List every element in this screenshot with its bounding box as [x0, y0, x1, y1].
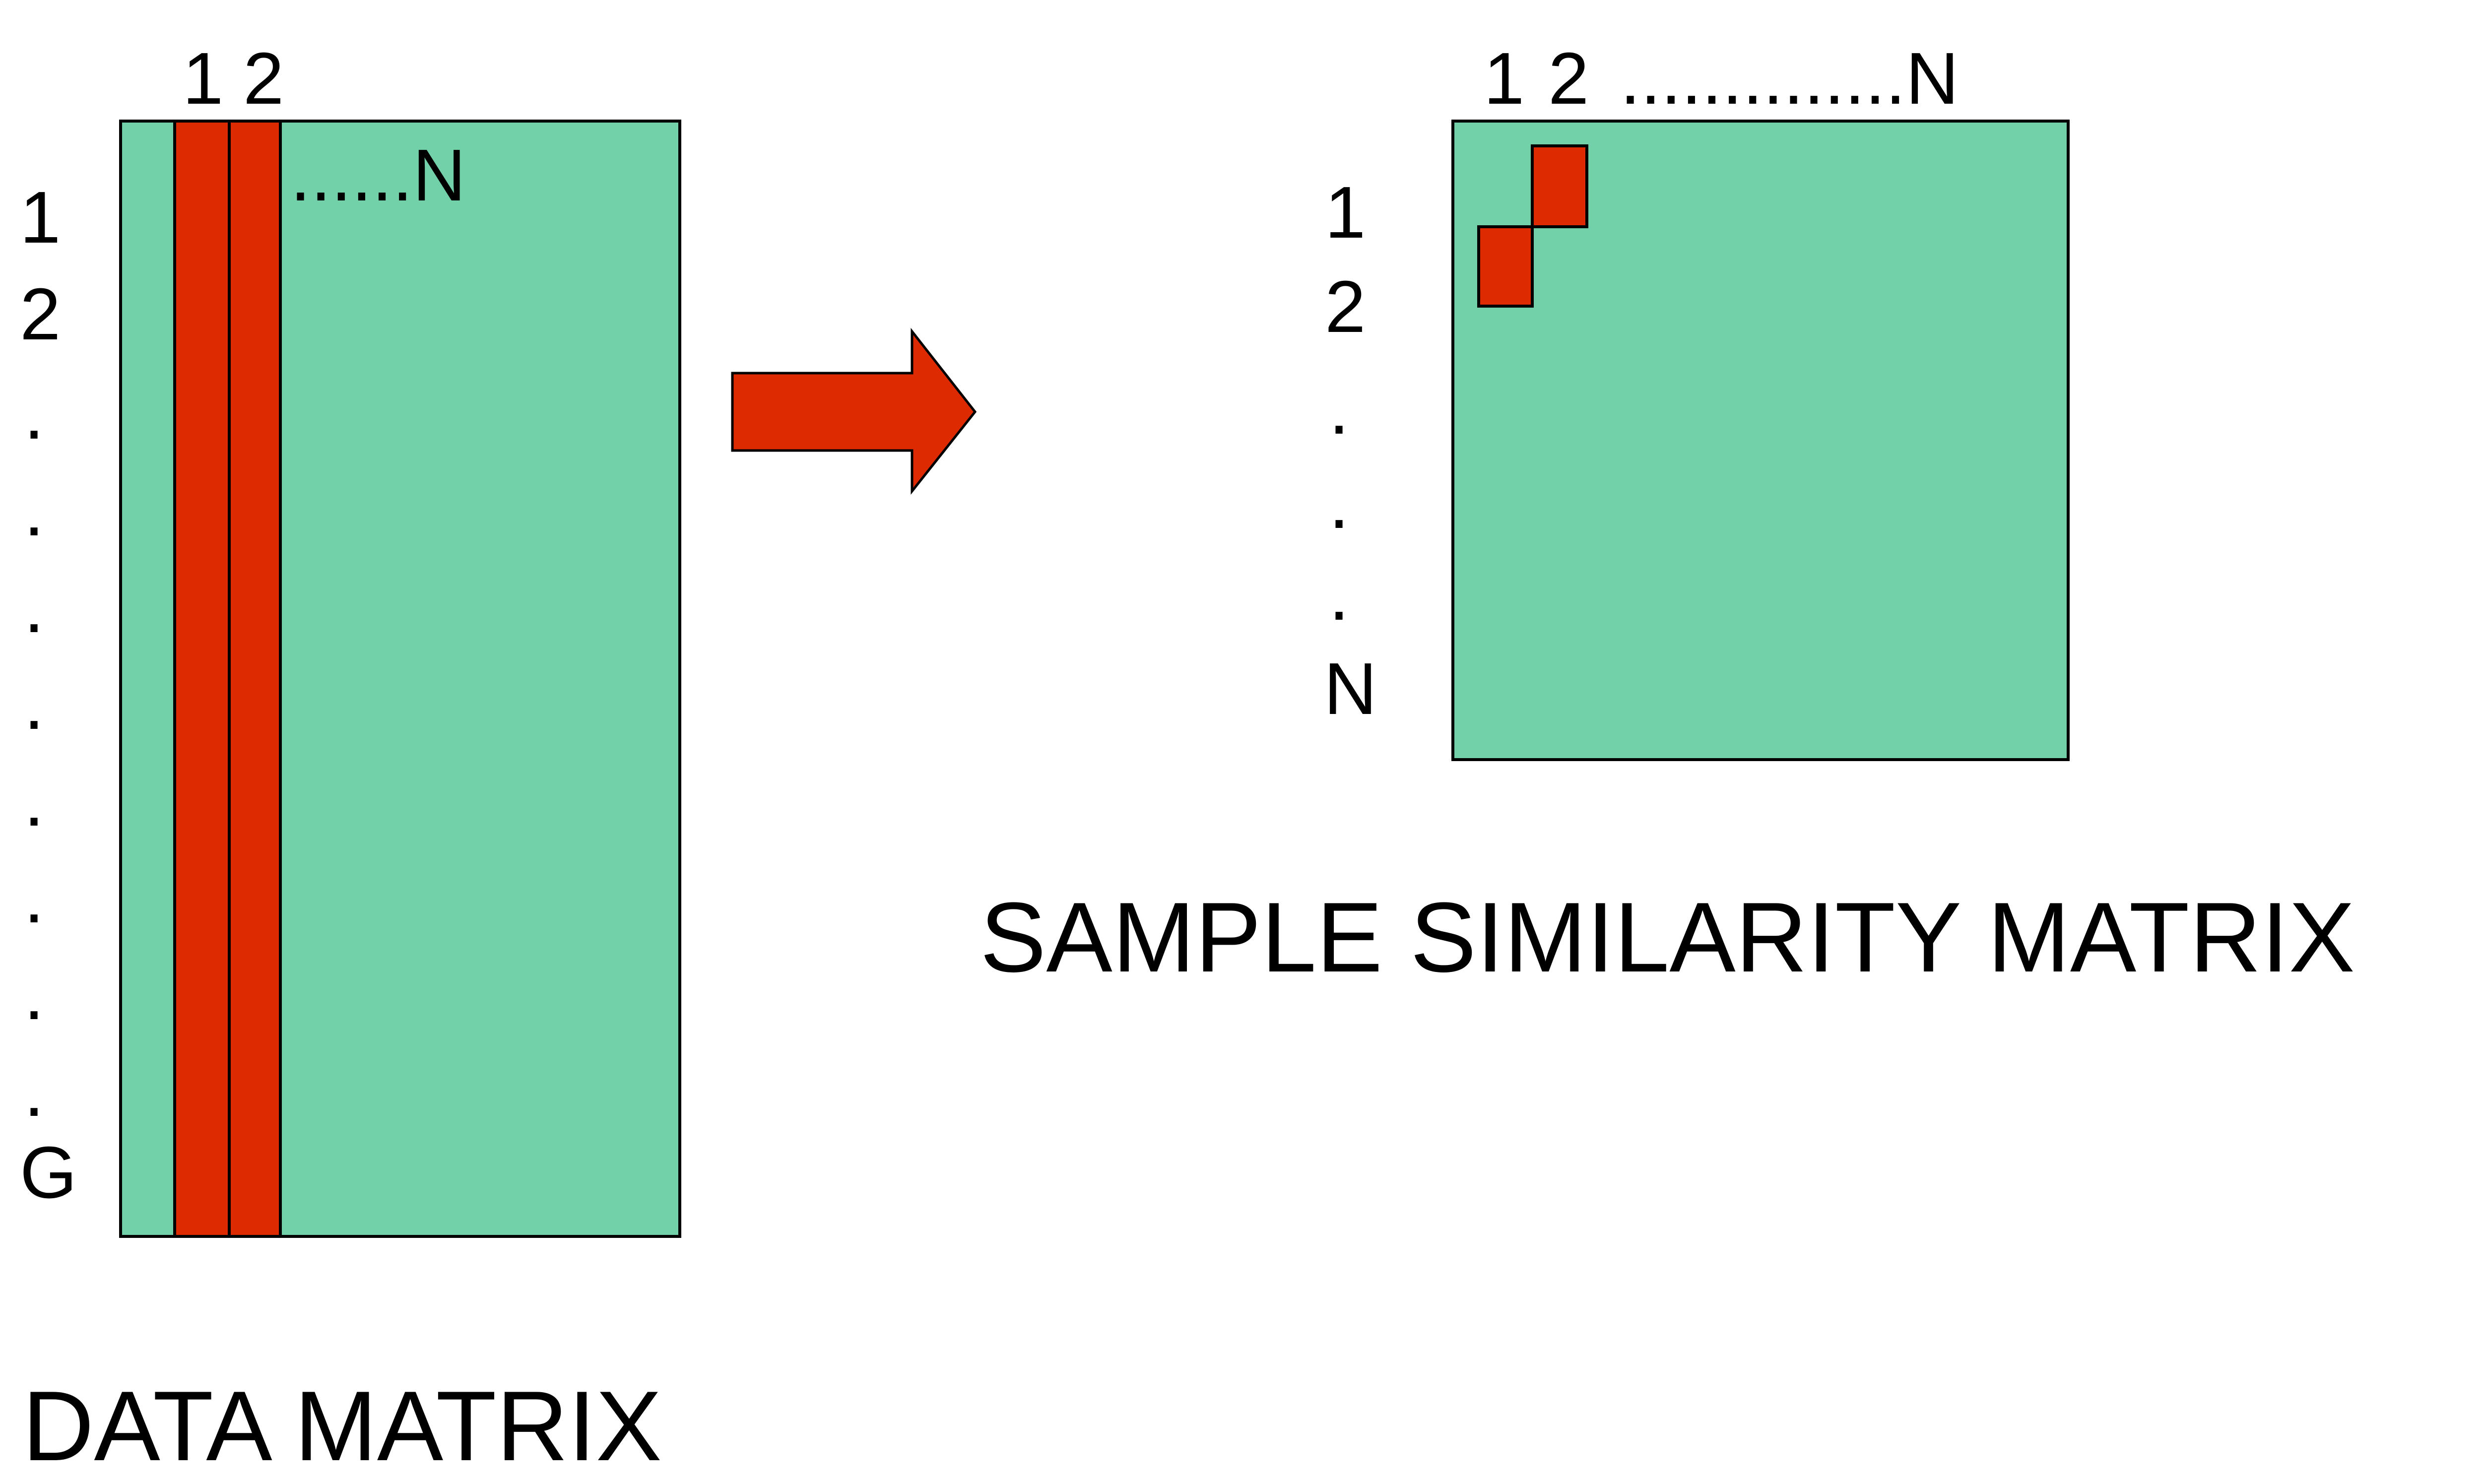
data-matrix-column-1	[173, 120, 231, 1238]
data-matrix-row-label-dot: .	[24, 469, 45, 551]
data-matrix-column-2	[228, 120, 282, 1238]
data-matrix-row-label-dot: .	[24, 1050, 45, 1132]
similarity-cell-1-2	[1531, 144, 1588, 228]
data-matrix-row-label-dot: .	[24, 373, 45, 454]
data-matrix-row-label-dot: .	[24, 760, 45, 841]
similarity-row-label-dot: .	[1329, 368, 1350, 450]
similarity-row-label-2: 2	[1325, 266, 1366, 348]
data-matrix-col-label-2: 2	[243, 38, 284, 120]
similarity-col-label-1: 1	[1484, 38, 1525, 120]
data-matrix-col-label-n: ......N	[290, 134, 466, 216]
data-matrix-row-label-1: 1	[20, 177, 61, 258]
data-matrix-row-label-dot: .	[24, 953, 45, 1035]
data-matrix-title: DATA MATRIX	[22, 1371, 662, 1482]
similarity-row-label-n: N	[1324, 648, 1377, 730]
similarity-row-label-dot: .	[1329, 462, 1350, 544]
data-matrix-col-label-1: 1	[183, 38, 224, 120]
similarity-row-label-dot: .	[1329, 554, 1350, 636]
data-matrix-row-label-dot: .	[24, 663, 45, 745]
similarity-matrix-title: SAMPLE SIMILARITY MATRIX	[980, 882, 2355, 993]
data-matrix-row-label-g: G	[20, 1132, 77, 1214]
data-matrix-row-label-dot: .	[24, 856, 45, 938]
similarity-col-label-2: 2	[1548, 38, 1589, 120]
similarity-row-label-1: 1	[1325, 172, 1366, 254]
similarity-col-label-n: ..............N	[1620, 38, 1959, 120]
similarity-cell-2-1	[1477, 225, 1534, 308]
data-matrix-row-label-dot: .	[24, 566, 45, 648]
data-matrix-row-label-2: 2	[20, 273, 61, 355]
transform-arrow	[731, 327, 977, 495]
